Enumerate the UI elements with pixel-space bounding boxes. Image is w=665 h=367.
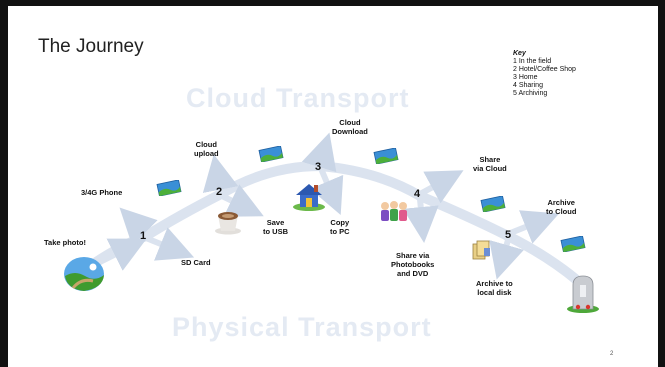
node-2: 2	[216, 186, 223, 198]
label-sd-card: SD Card	[181, 258, 211, 267]
label-share-cloud: Share via Cloud	[473, 155, 507, 173]
key-item-5: 5 Archiving	[513, 90, 548, 97]
branch-pc	[310, 168, 344, 216]
branch-archive-local	[489, 237, 524, 280]
branch-usb	[219, 184, 264, 217]
cloud-photo-icon	[480, 196, 506, 212]
node-4: 4	[414, 188, 421, 200]
cloud-photo-icon	[560, 236, 586, 252]
branch-archive-cloud	[505, 210, 560, 244]
label-save-usb: Save to USB	[263, 218, 288, 236]
key-legend: Key 1 In the field 2 Hotel/Coffee Shop 3…	[513, 50, 576, 98]
journey-diagram	[78, 132, 583, 286]
branch-download	[301, 132, 337, 173]
landscape-photo-icon	[64, 257, 104, 291]
label-phone: 3/4G Phone	[81, 188, 123, 197]
cloud-photo-icon	[156, 180, 182, 196]
key-item-3: 3 Home	[513, 74, 538, 81]
cloud-photo-icon	[258, 146, 284, 162]
label-archive-local: Archive to local disk	[476, 279, 513, 297]
cloud-transport-watermark: Cloud Transport	[186, 83, 410, 113]
key-item-2: 2 Hotel/Coffee Shop	[513, 66, 576, 73]
files-icon	[472, 240, 490, 260]
node-5: 5	[505, 229, 512, 241]
node-3: 3	[315, 161, 322, 173]
cloud-photo-icon	[373, 148, 399, 164]
node-1: 1	[140, 230, 147, 242]
slide-title: The Journey	[38, 36, 144, 57]
label-share-photobooks: Share via Photobooks and DVD	[391, 251, 435, 278]
key-item-1: 1 In the field	[513, 58, 552, 65]
branch-share-cloud	[417, 170, 464, 204]
label-copy-pc: Copy to PC	[330, 218, 350, 236]
physical-transport-watermark: Physical Transport	[172, 312, 432, 342]
key-item-4: 4 Sharing	[513, 82, 543, 89]
branch-photobooks	[402, 196, 439, 243]
branch-upload	[202, 154, 239, 195]
slide: Cloud Transport Physical Transport The J…	[8, 6, 658, 367]
house-icon	[293, 184, 325, 211]
page-number: 2	[610, 351, 614, 357]
label-cloud-upload: Cloud upload	[194, 140, 219, 158]
label-archive-cloud: Archive to Cloud	[546, 198, 577, 216]
coffee-cup-icon	[215, 212, 241, 235]
branch-phone	[119, 207, 158, 246]
key-title: Key	[513, 50, 526, 57]
people-icon	[381, 201, 407, 221]
label-cloud-download: Cloud Download	[332, 118, 368, 136]
branch-sd	[143, 227, 195, 261]
tombstone-icon	[567, 275, 599, 313]
label-take-photo: Take photo!	[44, 238, 86, 247]
